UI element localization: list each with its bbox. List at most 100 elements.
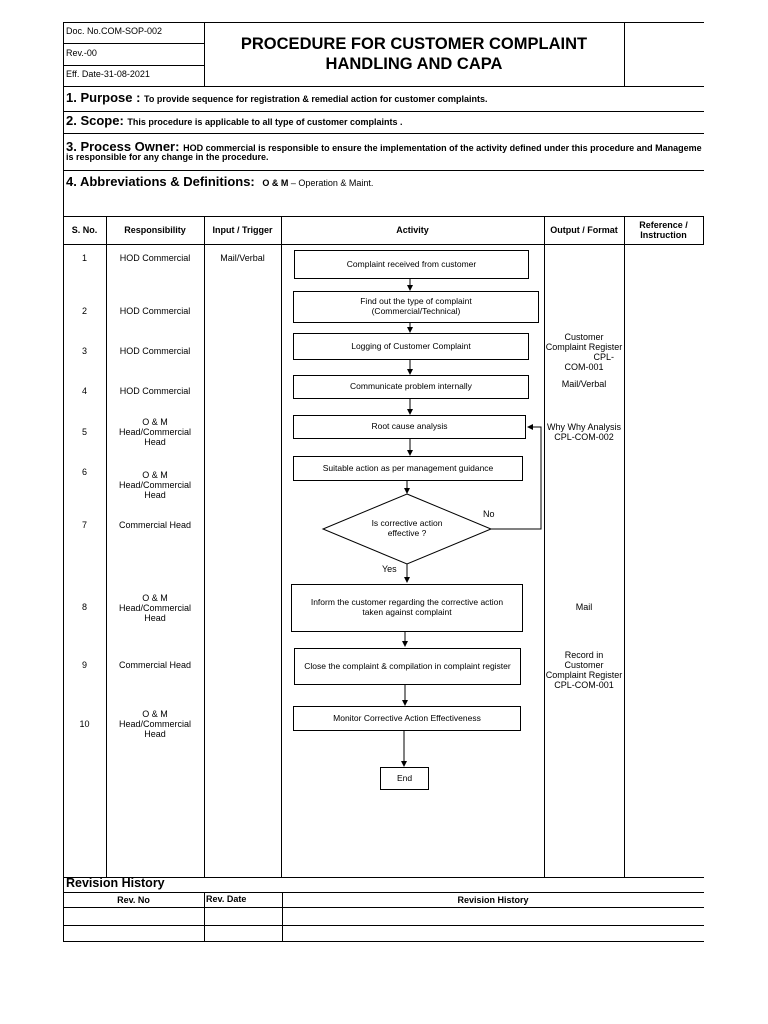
sno-cell: 8	[81, 601, 87, 612]
sno-cell: 7	[81, 519, 87, 530]
rule	[282, 892, 283, 941]
sno-cell: 5	[81, 426, 87, 437]
responsibility-line: O & M	[142, 708, 168, 719]
rule	[63, 65, 204, 66]
decision-yes-label: Yes	[382, 564, 397, 574]
rule	[63, 877, 704, 878]
output-cell: Why Why Analysis CPL-COM-002	[544, 421, 624, 443]
rule	[63, 22, 704, 23]
rule	[63, 22, 64, 941]
owner-text-1: HOD commercial is responsible to ensure …	[183, 143, 702, 153]
rule	[624, 22, 625, 86]
output-line: Record in	[564, 649, 604, 660]
responsibility-line: O & M	[142, 469, 168, 480]
sno-cell: 9	[81, 659, 87, 670]
sno-cell: 3	[81, 345, 87, 356]
output-line: Complaint Register	[545, 341, 623, 352]
flow-step-line: taken against complaint	[362, 607, 452, 617]
output-line: Why Why Analysis	[546, 421, 622, 432]
col-header-sno: S. No.	[71, 224, 98, 235]
flow-step-line: Inform the customer regarding the correc…	[310, 597, 504, 608]
rule	[703, 216, 704, 244]
output-cell: Mail/Verbal	[561, 378, 607, 389]
owner-label: 3. Process Owner:	[66, 140, 180, 154]
responsibility-cell: Commercial Head	[118, 519, 192, 530]
flow-step-communicate: Communicate problem internally	[293, 375, 529, 399]
responsibility-line: Head/Commercial	[118, 718, 192, 729]
owner-text-2: is responsible for any change in the pro…	[66, 152, 269, 162]
responsibility-cell: HOD Commercial	[119, 252, 191, 263]
revision-number: Rev.-00	[66, 48, 97, 58]
rule	[281, 216, 282, 877]
purpose-section: 1. Purpose : To provide sequence for reg…	[66, 90, 488, 105]
rule	[63, 43, 204, 44]
output-line: Customer	[564, 331, 604, 342]
flow-step-line: Find out the type of complaint	[360, 296, 472, 307]
flow-step-suitable-action: Suitable action as per management guidan…	[293, 456, 523, 481]
reference-line-2: Instruction	[640, 230, 687, 240]
flow-step-find-type: Find out the type of complaint (Commerci…	[293, 291, 539, 323]
col-header-activity: Activity	[396, 224, 429, 235]
sno-cell: 1	[81, 252, 87, 263]
responsibility-cell: HOD Commercial	[119, 345, 191, 356]
output-cell: Mail	[575, 601, 593, 612]
sno-cell: 6	[81, 466, 87, 477]
flow-step-root-cause: Root cause analysis	[293, 415, 526, 439]
rule	[63, 892, 704, 893]
responsibility-line: Head/Commercial	[118, 426, 192, 437]
responsibility-cell: O & M Head/Commercial Head	[106, 416, 204, 448]
sno-cell: 4	[81, 385, 87, 396]
rule	[63, 86, 704, 87]
output-line: Customer	[564, 659, 604, 670]
output-line: CPL-COM-001	[554, 680, 614, 691]
responsibility-line: Head	[144, 490, 166, 501]
col-header-responsibility: Responsibility	[124, 224, 186, 235]
responsibility-line: Head/Commercial	[118, 479, 192, 490]
col-header-output: Output / Format	[550, 224, 618, 235]
responsibility-line: O & M	[142, 416, 168, 427]
rule	[624, 216, 625, 877]
rule	[63, 244, 704, 245]
output-cell: Record in Customer Complaint Register CP…	[544, 650, 624, 690]
abbr-definition: – Operation & Maint.	[288, 178, 374, 188]
abbr-term: O & M	[262, 178, 289, 188]
flow-step-logging: Logging of Customer Complaint	[293, 333, 529, 360]
doc-number: Doc. No.COM-SOP-002	[66, 26, 163, 36]
responsibility-cell: O & M Head/Commercial Head	[106, 708, 204, 740]
rule	[204, 22, 205, 86]
scope-section: 2. Scope: This procedure is applicable t…	[66, 113, 402, 128]
rule	[204, 892, 205, 941]
no-loop-arrow	[491, 424, 542, 530]
rule	[63, 216, 704, 217]
responsibility-line: Head/Commercial	[118, 602, 192, 613]
responsibility-cell: O & M Head/Commercial Head	[106, 592, 204, 624]
output-line: CPL-COM-002	[554, 432, 614, 442]
purpose-text: To provide sequence for registration & r…	[144, 94, 488, 104]
decision-line: Is corrective action	[371, 518, 443, 529]
revision-col-history: Revision History	[457, 894, 529, 905]
flow-step-complaint-received: Complaint received from customer	[294, 250, 529, 279]
purpose-label: 1. Purpose :	[66, 90, 141, 105]
flow-step-monitor: Monitor Corrective Action Effectiveness	[293, 706, 521, 731]
title-line-1: PROCEDURE FOR CUSTOMER COMPLAINT	[240, 35, 588, 53]
responsibility-line: Head	[144, 437, 166, 448]
abbr-label: 4. Abbreviations & Definitions:	[66, 174, 255, 189]
col-header-reference: Reference / Instruction	[624, 216, 703, 244]
rule	[63, 111, 704, 112]
reference-line-1: Reference /	[639, 219, 688, 230]
flow-step-line: (Commercial/Technical)	[371, 306, 461, 316]
revision-col-rev-no: Rev. No	[117, 894, 150, 905]
responsibility-cell: Commercial Head	[118, 659, 192, 670]
responsibility-line: Head	[144, 613, 166, 624]
sno-cell: 2	[81, 305, 87, 316]
effective-date: Eff. Date-31-08-2021	[66, 69, 150, 79]
decision-no-label: No	[483, 509, 495, 519]
col-header-input: Input / Trigger	[212, 224, 273, 235]
output-cell: Customer Complaint Register CPL- COM-001	[544, 332, 624, 372]
document-title: PROCEDURE FOR CUSTOMER COMPLAINT HANDLIN…	[205, 35, 623, 75]
responsibility-cell: HOD Commercial	[119, 305, 191, 316]
output-line: CPL-	[593, 352, 614, 362]
sno-cell: 10	[79, 718, 90, 729]
input-cell: Mail/Verbal	[220, 252, 265, 263]
rule	[204, 216, 205, 877]
